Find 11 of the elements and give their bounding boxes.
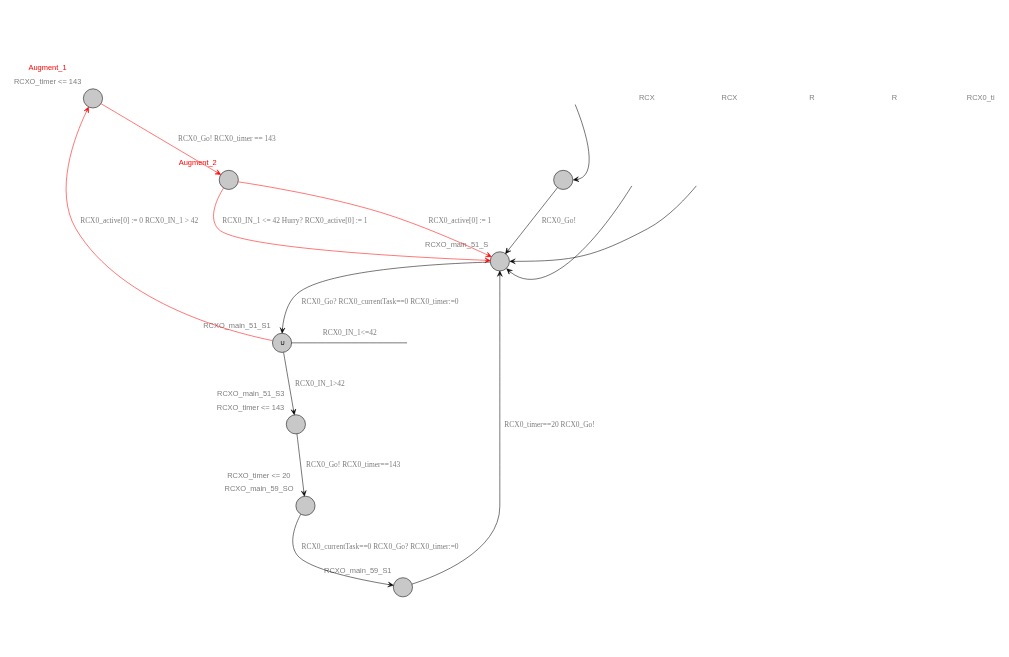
edge-label: RCX0_active[0] := 0 RCX0_IN_1 > 42 [80, 215, 199, 225]
edge-label: RCX0_IN_1<=42 [322, 327, 377, 337]
edge-label: RCX0_timer==20 RCX0_Go! [504, 419, 595, 429]
edge-label: RCX0_Go! RCX0_timer==143 [305, 459, 401, 469]
edge-label: RCX0_IN_1 <= 42 Hurry? RCX0_active[0] := 1 [222, 215, 368, 225]
edge-label: RCX0_currentTask==0 RCX0_Go? RCX0_timer:=0 [301, 541, 459, 551]
edge-label: RCX0_active[0] := 1 [428, 215, 492, 225]
edge-label: RCX0_IN_1>42 [295, 378, 345, 388]
edge-label: RCX0_Go! RCX0_timer == 143 [177, 133, 276, 143]
edge-label: RCX0_Go! [541, 215, 576, 225]
edge-label: RCX0_Go? RCX0_currentTask==0 RCX0_timer:=0 [301, 296, 459, 306]
